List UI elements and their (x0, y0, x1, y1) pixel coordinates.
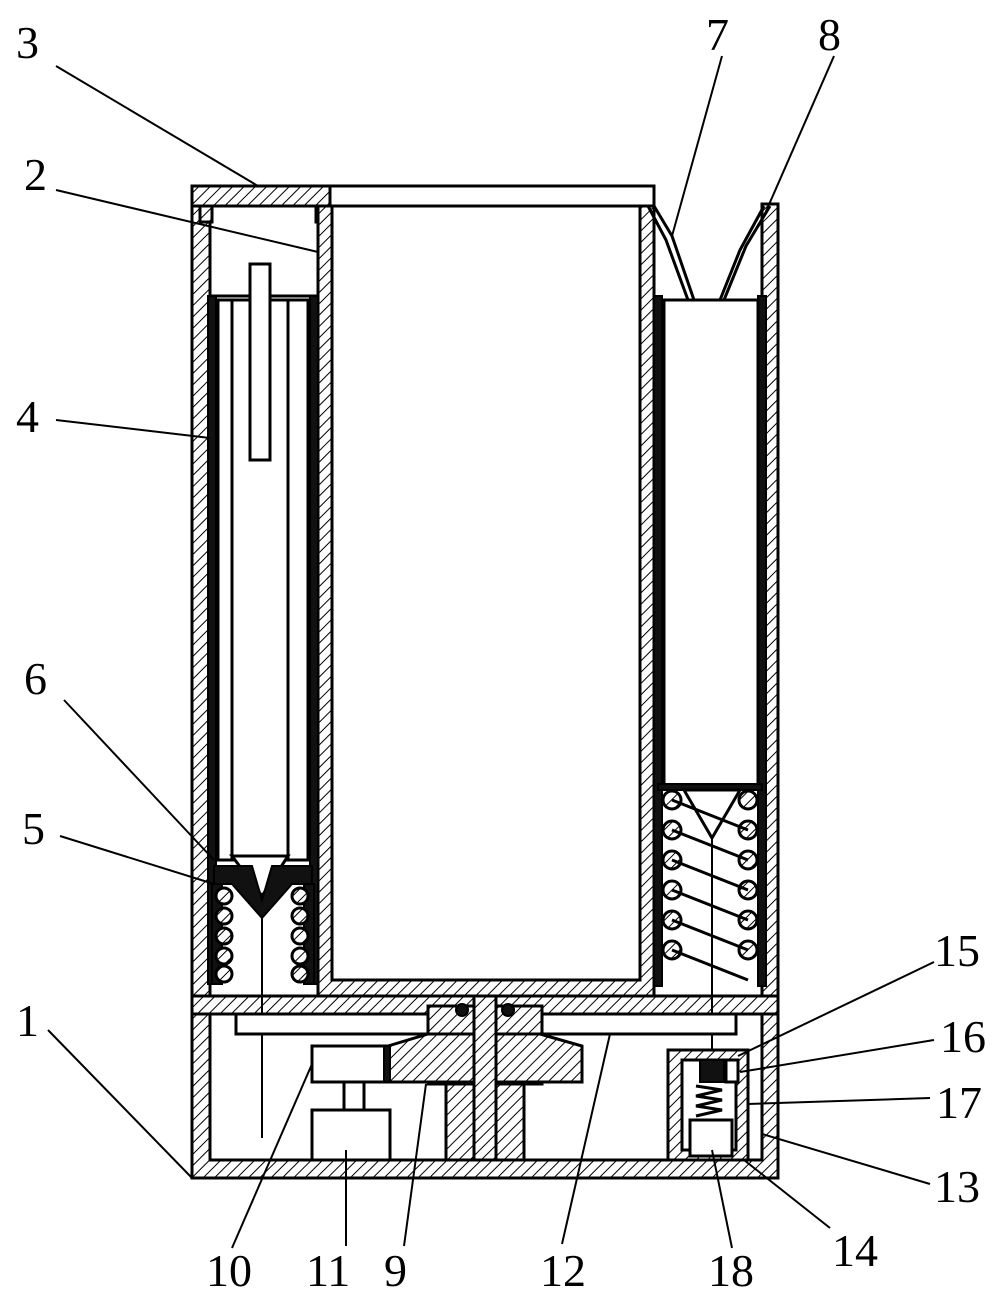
label-16: 16 (940, 1011, 986, 1062)
right-flaps (646, 205, 772, 301)
label-17: 17 (936, 1077, 982, 1128)
left-sleeve (207, 262, 319, 985)
motor (310, 1108, 392, 1162)
part-labels: 3 2 4 6 5 1 7 8 15 16 17 13 14 10 11 9 1… (16, 9, 986, 1296)
label-3: 3 (16, 17, 39, 68)
motor-coupling (310, 1044, 391, 1112)
top-lid (190, 184, 656, 208)
label-8: 8 (818, 9, 841, 60)
label-9: 9 (384, 1245, 407, 1296)
label-10: 10 (206, 1245, 252, 1296)
label-7: 7 (706, 9, 729, 60)
bevel-gear (386, 1032, 476, 1084)
central-container (316, 204, 656, 998)
label-4: 4 (16, 391, 39, 442)
label-11: 11 (306, 1245, 350, 1296)
label-5: 5 (22, 803, 45, 854)
right-spring (661, 789, 759, 1060)
label-12: 12 (540, 1245, 586, 1296)
label-18: 18 (708, 1245, 754, 1296)
label-15: 15 (934, 925, 980, 976)
sensor-housing (666, 1048, 750, 1162)
label-6: 6 (24, 653, 47, 704)
right-sleeve (653, 295, 767, 987)
label-14: 14 (832, 1225, 878, 1276)
bevel-gear-right (494, 1032, 584, 1084)
label-2: 2 (24, 149, 47, 200)
label-1: 1 (16, 995, 39, 1046)
leader-lines (47, 55, 935, 1249)
left-spring (211, 883, 315, 1138)
label-13: 13 (934, 1161, 980, 1212)
